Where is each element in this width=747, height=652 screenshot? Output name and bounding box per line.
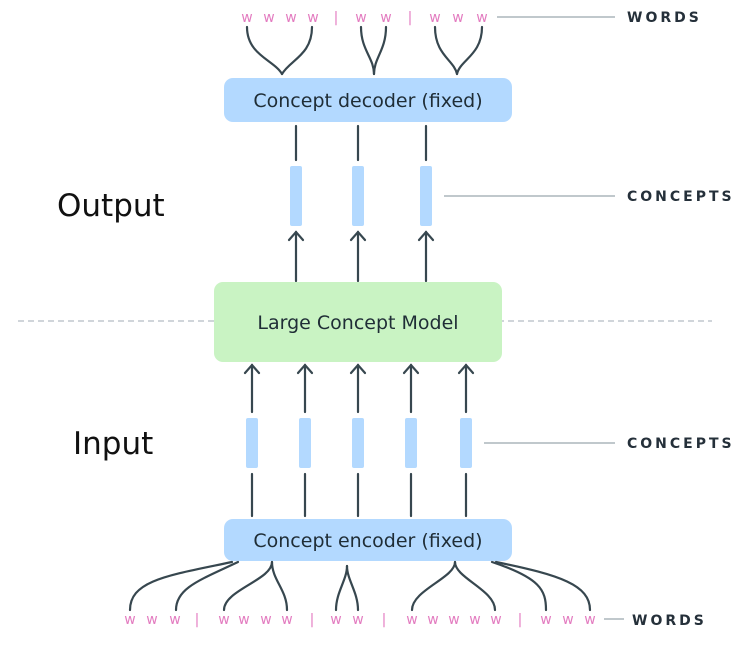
bottom-word-token: w: [124, 612, 135, 628]
concept-decoder-label: Concept decoder (fixed): [253, 90, 482, 112]
top-word-token: w: [263, 10, 274, 26]
input-concept-vector: [460, 418, 472, 468]
top-word-separator: |: [408, 10, 413, 26]
input-concept-vector: [246, 418, 258, 468]
bottom-word-token: w: [469, 612, 480, 628]
top-word-token: w: [476, 10, 487, 26]
bottom-word-separator: |: [518, 612, 523, 628]
top-word-token: w: [452, 10, 463, 26]
concepts-bottom-label: CONCEPTS: [627, 436, 735, 452]
top-word-token: w: [307, 10, 318, 26]
concept-decoder-box: [224, 78, 512, 122]
input-concept-connectors: [243, 363, 475, 518]
concept-encoder-box: [224, 519, 512, 561]
top-word-token: w: [241, 10, 252, 26]
bottom-word-token: w: [330, 612, 341, 628]
words-top-label: WORDS: [627, 10, 702, 26]
concept-encoder-label: Concept encoder (fixed): [253, 530, 482, 552]
bottom-word-token: w: [406, 612, 417, 628]
input-concept-vector: [405, 418, 417, 468]
bottom-word-connectors: [128, 560, 592, 612]
output-concept-connectors: [287, 124, 435, 283]
bottom-word-token: w: [490, 612, 501, 628]
output-concept-vector: [420, 166, 432, 226]
output-concept-vector: [290, 166, 302, 226]
top-word-token: w: [285, 10, 296, 26]
input-concept-vector: [352, 418, 364, 468]
top-word-separator: |: [334, 10, 339, 26]
bottom-word-token: w: [169, 612, 180, 628]
top-word-token: w: [429, 10, 440, 26]
bottom-word-separator: |: [310, 612, 315, 628]
words-bottom-label: WORDS: [632, 613, 707, 629]
large-concept-model-label: Large Concept Model: [257, 312, 458, 334]
output-section-label: Output: [57, 188, 165, 224]
top-word-connectors: [245, 25, 484, 76]
bottom-word-token: w: [427, 612, 438, 628]
bottom-word-token: w: [218, 612, 229, 628]
bottom-word-token: w: [584, 612, 595, 628]
bottom-word-token: w: [352, 612, 363, 628]
bottom-word-token: w: [146, 612, 157, 628]
bottom-word-separator: |: [195, 612, 200, 628]
top-word-token: w: [380, 10, 391, 26]
bottom-word-separator: |: [382, 612, 387, 628]
bottom-word-token: w: [562, 612, 573, 628]
bottom-word-token: w: [238, 612, 249, 628]
large-concept-model-box: [214, 282, 502, 362]
output-concept-vector: [352, 166, 364, 226]
bottom-word-token: w: [448, 612, 459, 628]
input-section-label: Input: [73, 426, 153, 462]
bottom-word-token: w: [260, 612, 271, 628]
top-word-token: w: [355, 10, 366, 26]
input-concept-vector: [299, 418, 311, 468]
concepts-top-label: CONCEPTS: [627, 189, 735, 205]
bottom-word-token: w: [540, 612, 551, 628]
bottom-word-token: w: [281, 612, 292, 628]
